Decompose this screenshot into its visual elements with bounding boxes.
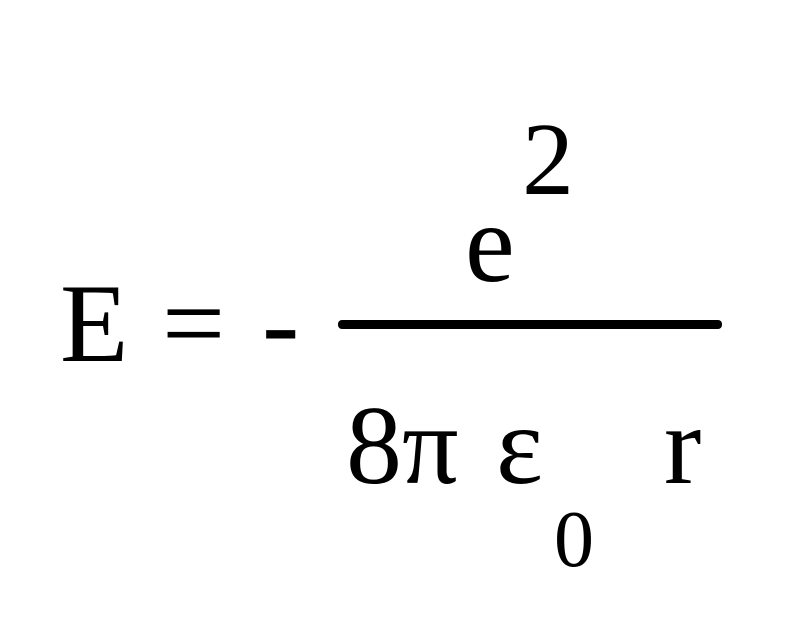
fraction-bar bbox=[338, 320, 722, 329]
numerator-exponent: 2 bbox=[522, 102, 574, 217]
denominator-coefficient: 8π bbox=[346, 384, 459, 508]
lhs-energy-symbol: E bbox=[60, 262, 129, 386]
numerator-base: e bbox=[465, 182, 515, 306]
denominator-variable: r bbox=[664, 384, 702, 508]
minus-sign: - bbox=[262, 262, 300, 386]
epsilon-subscript: 0 bbox=[554, 496, 594, 584]
equals-sign: = bbox=[162, 262, 226, 386]
denominator-epsilon: ε bbox=[496, 384, 544, 508]
